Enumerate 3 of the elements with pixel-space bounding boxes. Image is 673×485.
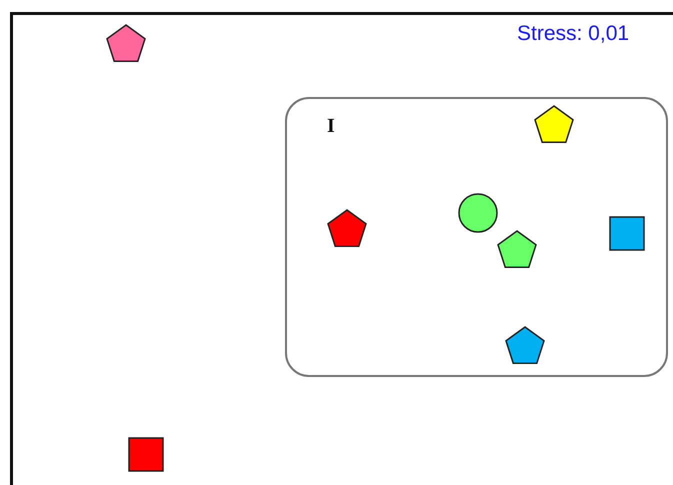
stress-value: Stress: 0,01 (517, 22, 630, 46)
group-outline (285, 97, 668, 377)
group-label: I (327, 115, 335, 138)
